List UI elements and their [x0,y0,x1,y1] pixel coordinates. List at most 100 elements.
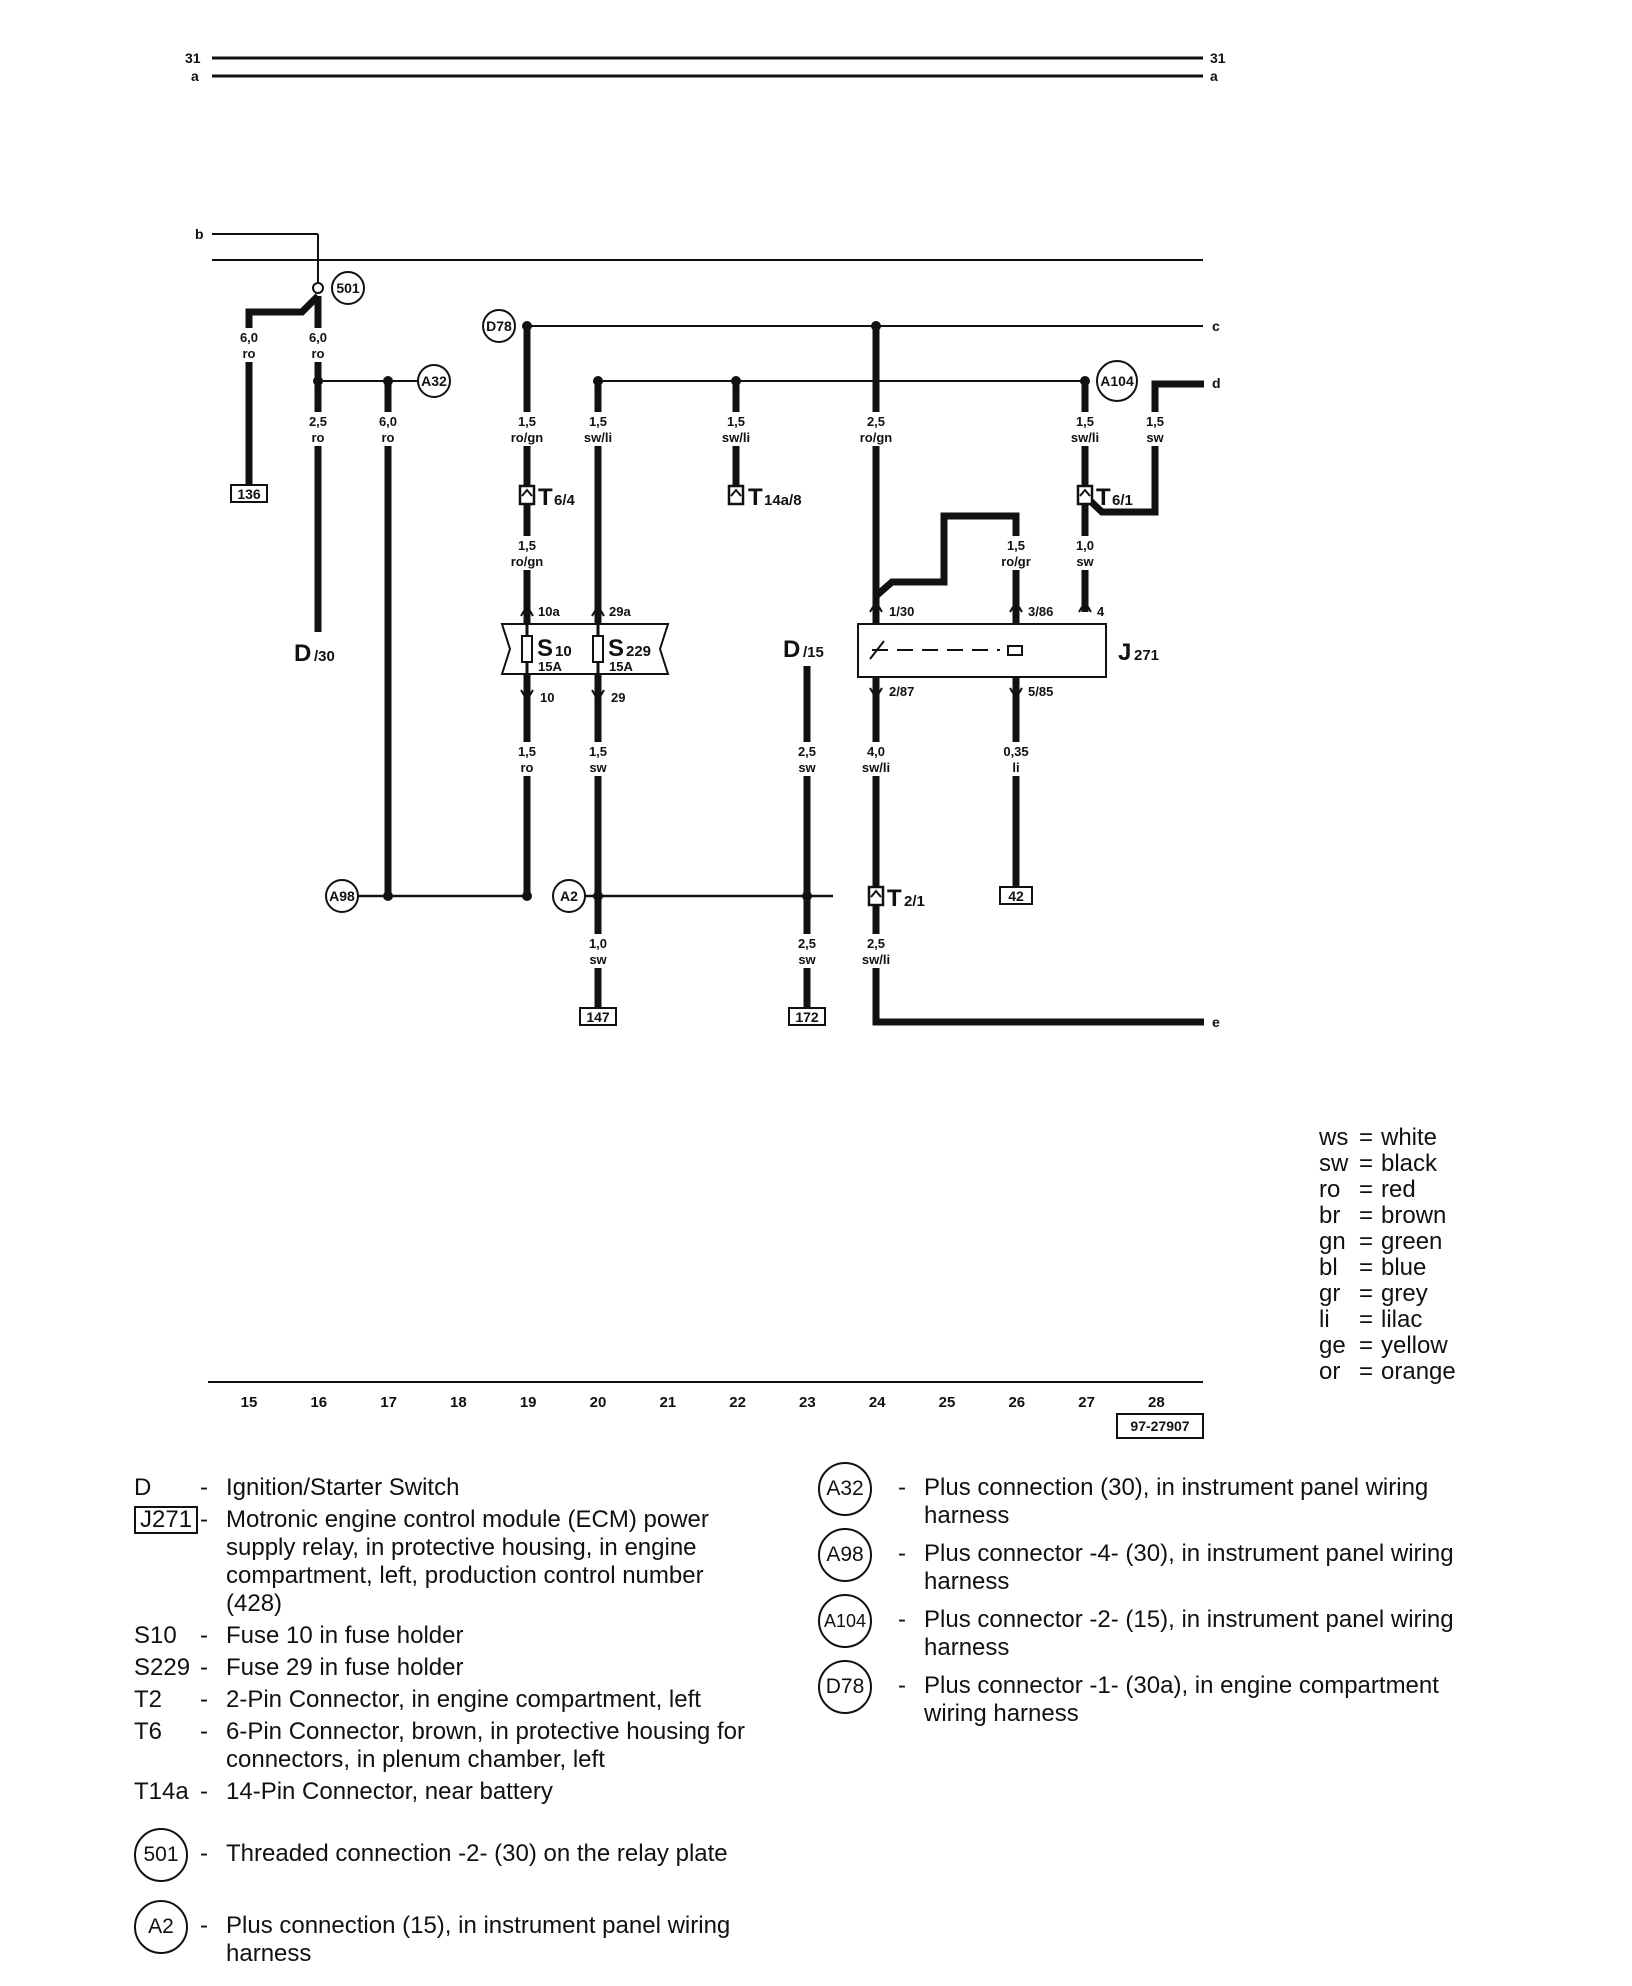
relay-j271: J 271 [857,608,1159,690]
relay-coil-symbol [1007,645,1023,656]
wire-label: 1,5sw/li [1056,412,1114,446]
color-code-row: or=orange [1319,1358,1456,1385]
wire-label: 6,0ro [228,328,270,362]
color-code: li [1319,1306,1330,1333]
svg-text:sw: sw [798,952,816,967]
legend-item-t2: T2 - 2-Pin Connector, in engine compartm… [134,1686,746,1714]
conn-d78-circle [482,309,516,343]
wire-label: 1,5ro [506,742,548,776]
wiring-diagram: 31 a 31 a b c d e [185,50,1226,1439]
svg-text:T: T [887,885,902,912]
svg-text:2,5: 2,5 [798,744,816,759]
svg-text:sw: sw [1146,430,1164,445]
svg-text:ro: ro [382,430,395,445]
legend-key: A104 [818,1594,872,1648]
junction-dot [313,376,323,386]
svg-text:14a/8: 14a/8 [764,492,802,509]
legend-desc: 6-Pin Connector, brown, in protective ho… [226,1718,745,1773]
color-name: brown [1381,1202,1447,1229]
rail-a-label-left: a [191,68,199,84]
legend-desc: Threaded connection -2- (30) on the rela… [226,1840,728,1867]
track-number: 21 [659,1394,676,1411]
svg-text:T: T [1096,484,1111,511]
track-number: 20 [590,1394,607,1411]
legend-key: D78 [818,1660,872,1714]
connector-symbols: T 6/4 T 14a/8 T 6/1 T 2/1 [518,484,1133,912]
legend-item-a2: A2 - Plus connection (15), in instrument… [134,1900,746,1968]
legend-desc: Plus connector -2- (15), in instrument p… [924,1606,1454,1661]
svg-text:1,5: 1,5 [1076,414,1094,429]
legend-desc: Motronic engine control module (ECM) pow… [226,1506,709,1617]
color-code-row: ws=white [1319,1124,1438,1151]
conn-a32-label: A32 [421,373,447,389]
drawing-number: 97-27907 [1130,1418,1189,1434]
legend-key: S229 [134,1654,191,1681]
connector-t61: T 6/1 [1076,484,1133,511]
wire-136 [245,293,321,485]
rail-31-label-left: 31 [185,50,201,66]
legend-item-s10: S10 - Fuse 10 in fuse holder [134,1622,746,1650]
legend-desc: Fuse 10 in fuse holder [226,1622,464,1649]
svg-text:6,0: 6,0 [379,414,397,429]
ref-42-label: 42 [1008,888,1024,904]
svg-text:1,0: 1,0 [1076,538,1094,553]
color-name: red [1381,1176,1416,1203]
svg-text:sw: sw [1076,554,1094,569]
color-code: ro [1319,1176,1341,1203]
legend-item-501: 501 - Threaded connection -2- (30) on th… [134,1828,746,1882]
color-code: gn [1319,1228,1346,1255]
svg-text:sw: sw [589,760,607,775]
legend-item-s229: S229 - Fuse 29 in fuse holder [134,1654,746,1682]
legend-desc: Plus connector -4- (30), in instrument p… [924,1540,1454,1595]
junction-dot [522,891,532,901]
svg-text:ro: ro [312,346,325,361]
wire-label: 2,5ro/gn [843,412,909,446]
svg-text:ro/gn: ro/gn [860,430,893,445]
color-code-row: ge=yellow [1319,1332,1448,1359]
connector-t14a8: T 14a/8 [727,484,802,511]
wire-label: 1,5sw [1134,412,1176,446]
svg-text:sw/li: sw/li [722,430,750,445]
junction-dot [522,321,532,331]
junction-dot [1080,376,1090,386]
ref-147-label: 147 [586,1009,610,1025]
track-number: 27 [1078,1394,1095,1411]
track-number: 18 [450,1394,467,1411]
color-code-row: gn=green [1319,1228,1443,1255]
track-number: 15 [241,1394,258,1411]
fuse-s10-rating: 15A [538,659,562,674]
svg-text:0,35: 0,35 [1003,744,1028,759]
conn-a98-circle [325,879,359,913]
fuse-s10-symbol [521,635,533,663]
wire-label: 2,5sw/li [847,934,905,968]
legend-desc: Ignition/Starter Switch [226,1474,460,1501]
terminal-10: 10 [540,690,554,705]
svg-text:1,5: 1,5 [589,414,607,429]
color-name: white [1381,1124,1438,1151]
color-code: ws [1319,1124,1349,1151]
wire-label: 1,0sw [577,934,619,968]
legend-item-t14a: T14a - 14-Pin Connector, near battery [134,1778,746,1806]
legend-key: A98 [818,1528,872,1582]
wire-label: 1,5sw/li [569,412,627,446]
conn-501-label: 501 [336,280,360,296]
relay-j271-number: 271 [1134,647,1159,664]
svg-text:T: T [748,484,763,511]
track-number: 26 [1008,1394,1025,1411]
svg-text:sw/li: sw/li [862,760,890,775]
color-name: orange [1381,1358,1456,1385]
rail-31-label-right: 31 [1210,50,1226,66]
component-legend-right: A32 - Plus connection (30), in instrumen… [818,1462,1464,1738]
ref-box-147 [579,1007,617,1026]
fuse-holder: S 10 15A S 229 15A [500,614,670,684]
wire-label: 1,5ro/gn [494,412,560,446]
color-code: gr [1319,1280,1341,1307]
wire-label: 2,5ro [297,412,339,446]
track-number: 19 [520,1394,537,1411]
ignition-d15-name: D [783,636,800,663]
color-code-row: gr=grey [1319,1280,1428,1307]
svg-text:2,5: 2,5 [798,936,816,951]
